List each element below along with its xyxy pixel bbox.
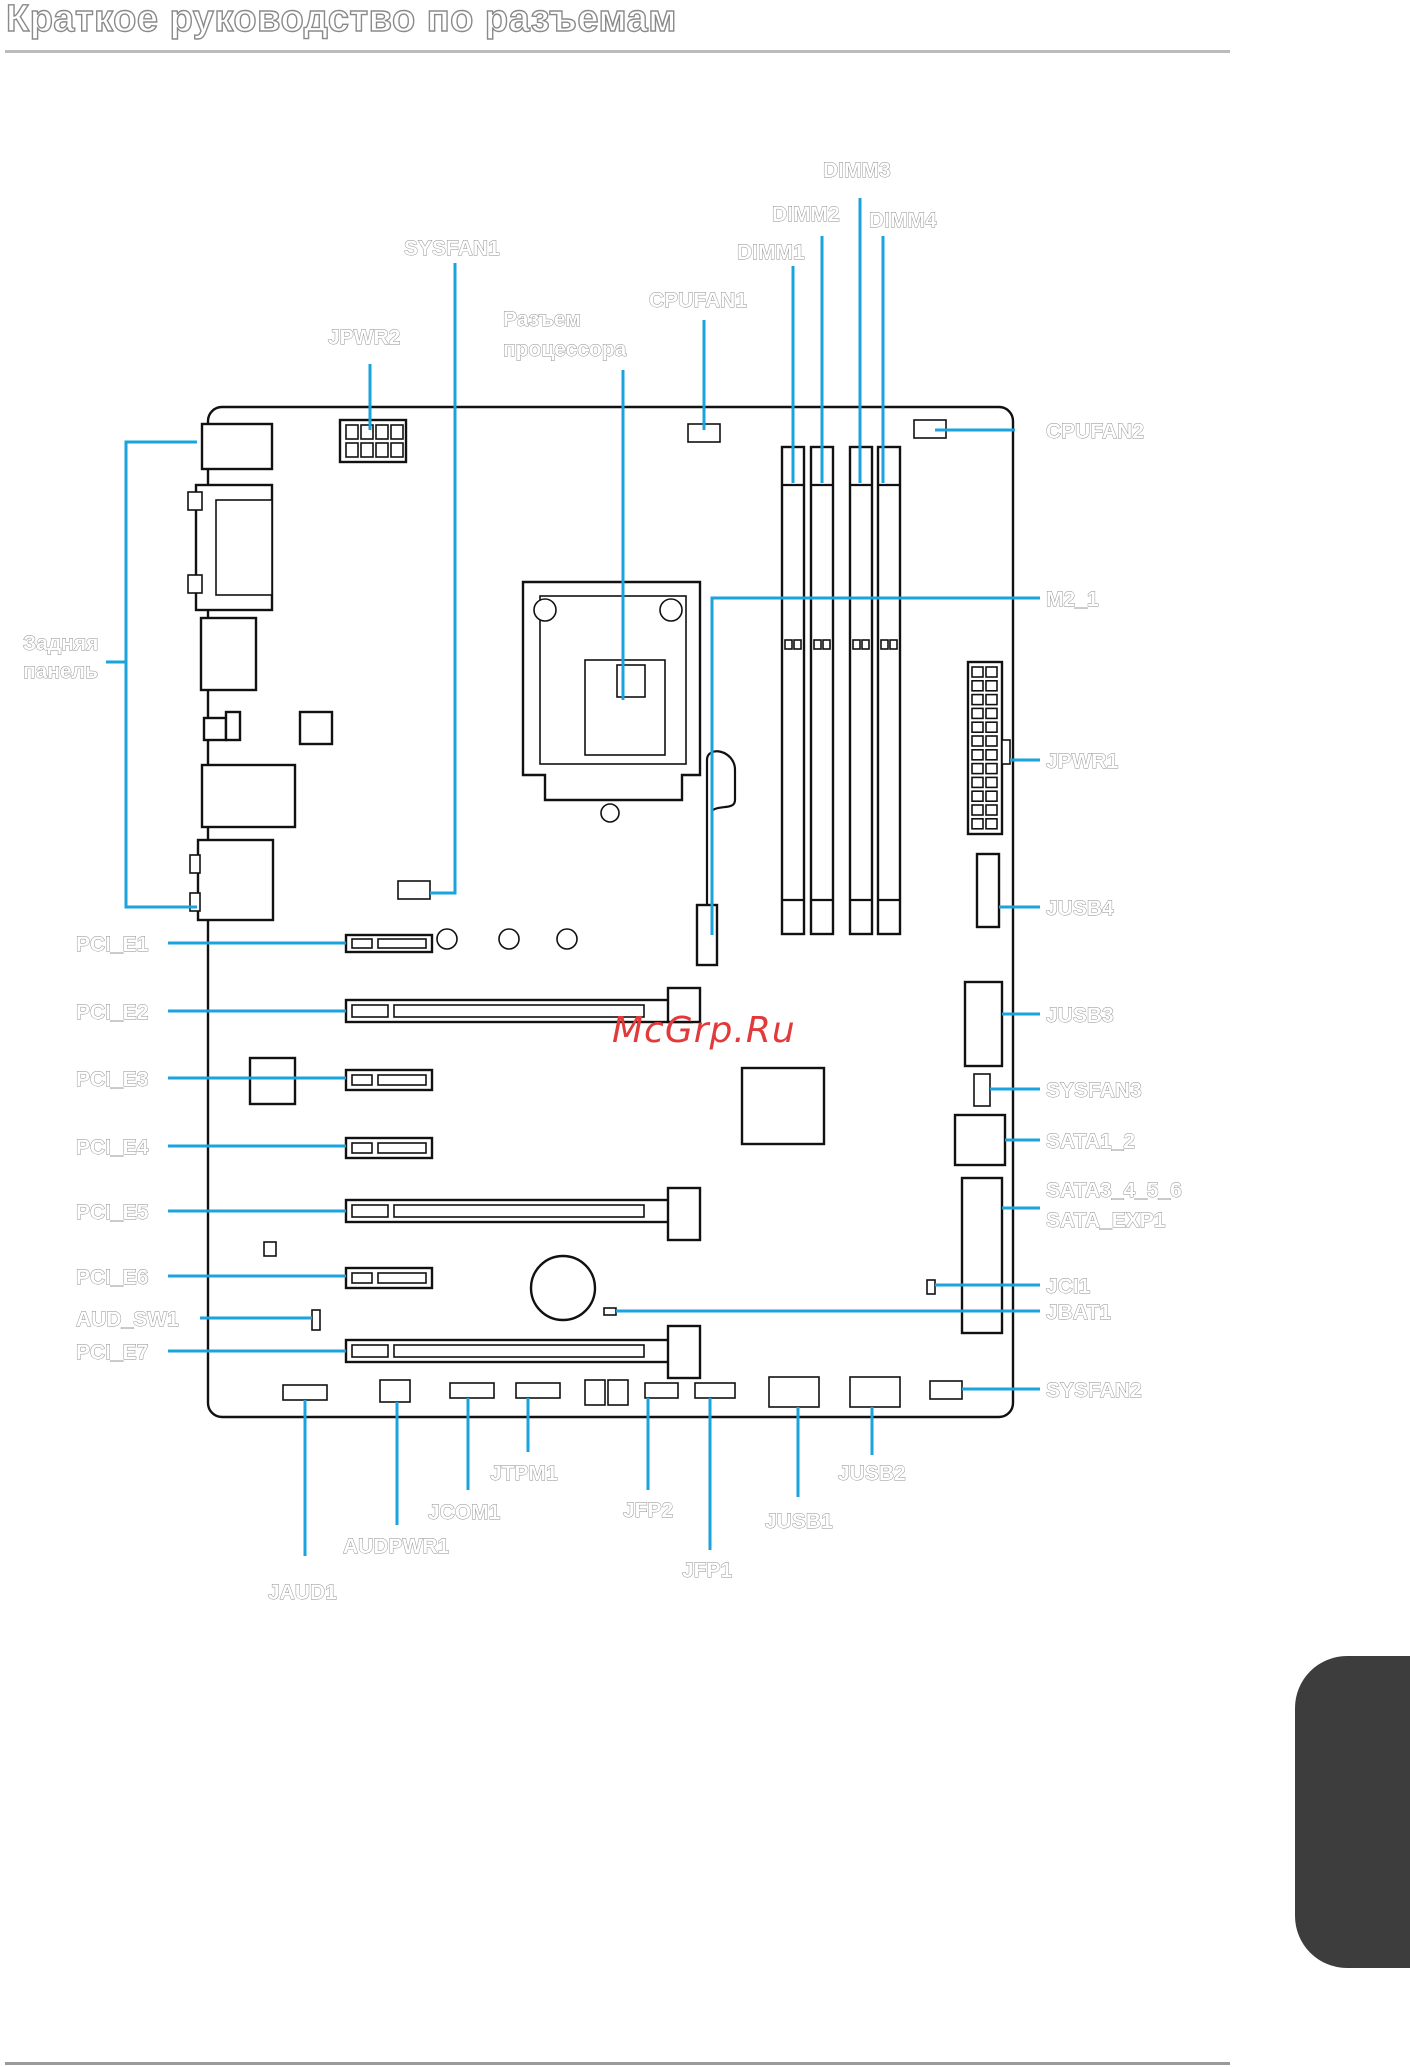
- label-cpufan1: CPUFAN1: [649, 289, 747, 312]
- watermark-text: McGrp.Ru: [612, 1010, 796, 1051]
- label-cpu-socket-2: процессора: [503, 338, 627, 361]
- side-tab: [1295, 1656, 1410, 1968]
- m2-slot: [695, 903, 719, 967]
- jpwr2-connector: [338, 418, 408, 464]
- label-sata-exp1: SATA_EXP1: [1046, 1209, 1166, 1232]
- back-panel-connectors: [187, 422, 334, 922]
- label-back-panel-1: Задняя: [23, 632, 98, 655]
- sysfan1-header: [397, 880, 431, 900]
- m2-standoff-line: [705, 750, 737, 905]
- cpu-socket: [521, 580, 702, 823]
- footer-rule: [5, 2062, 1230, 2065]
- bottom-headers: [282, 1376, 901, 1408]
- jpwr1-pin: [971, 817, 984, 830]
- label-pci-e5: PCI_E5: [76, 1201, 149, 1224]
- jpwr1-pin: [985, 790, 998, 803]
- jpwr1-pin: [971, 721, 984, 734]
- label-jfp2: JFP2: [623, 1499, 673, 1522]
- label-jusb2: JUSB2: [838, 1462, 906, 1485]
- label-sata1-2: SATA1_2: [1046, 1130, 1135, 1153]
- jpwr1-pin: [985, 666, 998, 678]
- title-rule: [5, 50, 1230, 53]
- label-sysfan3: SYSFAN3: [1046, 1079, 1142, 1102]
- jpwr1-pin: [985, 804, 998, 816]
- label-sysfan1: SYSFAN1: [404, 237, 500, 260]
- page-title: Краткое руководство по разъемам: [5, 0, 677, 41]
- label-jfp1: JFP1: [682, 1559, 733, 1582]
- audio-chip: [248, 1056, 297, 1106]
- pcie-slots: [344, 933, 702, 1380]
- jpwr1-pin: [971, 804, 984, 816]
- label-jpwr2: JPWR2: [328, 326, 400, 349]
- label-jusb4: JUSB4: [1046, 897, 1114, 920]
- mount-hole: [436, 928, 458, 950]
- sata3-6-connector: [960, 1176, 1004, 1335]
- label-jtpm1: JTPM1: [490, 1462, 558, 1485]
- label-pci-e1: PCI_E1: [76, 933, 149, 956]
- mount-hole: [556, 928, 578, 950]
- label-jcom1: JCOM1: [428, 1501, 501, 1524]
- jpwr1-pin: [971, 748, 984, 761]
- label-pci-e4: PCI_E4: [76, 1136, 149, 1159]
- leader-lines: [106, 198, 1040, 1556]
- jpwr1-pin: [971, 776, 984, 789]
- label-m2-1: M2_1: [1046, 588, 1099, 611]
- mount-hole: [498, 928, 520, 950]
- jpwr1-pin: [985, 721, 998, 734]
- chipset: [740, 1066, 826, 1146]
- jpwr1-pin: [971, 762, 984, 775]
- jpwr1-pin: [985, 693, 998, 706]
- label-pci-e2: PCI_E2: [76, 1001, 148, 1024]
- label-jaud1: JAUD1: [268, 1581, 337, 1604]
- jpwr1-pin: [985, 817, 998, 830]
- component-labels: DIMM3 DIMM2 DIMM4 DIMM1 SYSFAN1 CPUFAN1 …: [23, 159, 1183, 1605]
- jpwr1-pin: [971, 707, 984, 720]
- label-back-panel-2: панель: [23, 660, 98, 683]
- label-aud-sw1: AUD_SW1: [76, 1308, 179, 1331]
- jpwr1-pin: [985, 679, 998, 692]
- label-dimm3: DIMM3: [823, 159, 891, 182]
- jpwr1-pin: [971, 679, 984, 692]
- jpwr1-pin: [985, 776, 998, 789]
- jpwr1-pin: [985, 762, 998, 775]
- sysfan3-header: [973, 1073, 991, 1107]
- jpwr1-pin: [971, 693, 984, 706]
- jusb3-connector: [963, 980, 1004, 1068]
- label-jpwr1: JPWR1: [1046, 750, 1119, 773]
- label-jusb1: JUSB1: [765, 1510, 833, 1533]
- small-chip: [263, 1241, 277, 1257]
- label-cpufan2: CPUFAN2: [1046, 420, 1144, 443]
- jpwr1-connector: [966, 660, 1011, 836]
- label-pci-e6: PCI_E6: [76, 1266, 148, 1289]
- label-dimm2: DIMM2: [772, 203, 840, 226]
- label-dimm1: DIMM1: [737, 241, 805, 264]
- jbat1-jumper: [603, 1307, 617, 1316]
- label-jbat1: JBAT1: [1046, 1301, 1111, 1324]
- label-sata3-4-5-6: SATA3_4_5_6: [1046, 1179, 1182, 1202]
- aud-sw1-switch: [311, 1309, 321, 1331]
- jpwr1-pin: [985, 748, 998, 761]
- jci1-jumper: [926, 1279, 936, 1295]
- jpwr1-pin: [971, 735, 984, 747]
- label-sysfan2: SYSFAN2: [1046, 1379, 1142, 1402]
- jpwr1-pin: [971, 666, 984, 678]
- label-jusb3: JUSB3: [1046, 1004, 1114, 1027]
- jusb4-header: [975, 852, 1001, 929]
- label-pci-e7: PCI_E7: [76, 1341, 148, 1364]
- sysfan2-header: [929, 1380, 963, 1400]
- label-dimm4: DIMM4: [869, 209, 937, 232]
- jpwr1-pin: [971, 790, 984, 803]
- label-jci1: JCI1: [1046, 1275, 1091, 1298]
- label-pci-e3: PCI_E3: [76, 1068, 148, 1091]
- sata1-2-connector: [953, 1113, 1007, 1167]
- cmos-battery: [529, 1254, 597, 1322]
- label-audpwr1: AUDPWR1: [343, 1535, 449, 1558]
- jpwr1-pin: [985, 735, 998, 747]
- jpwr1-pin: [985, 707, 998, 720]
- label-cpu-socket-1: Разъем: [503, 308, 581, 331]
